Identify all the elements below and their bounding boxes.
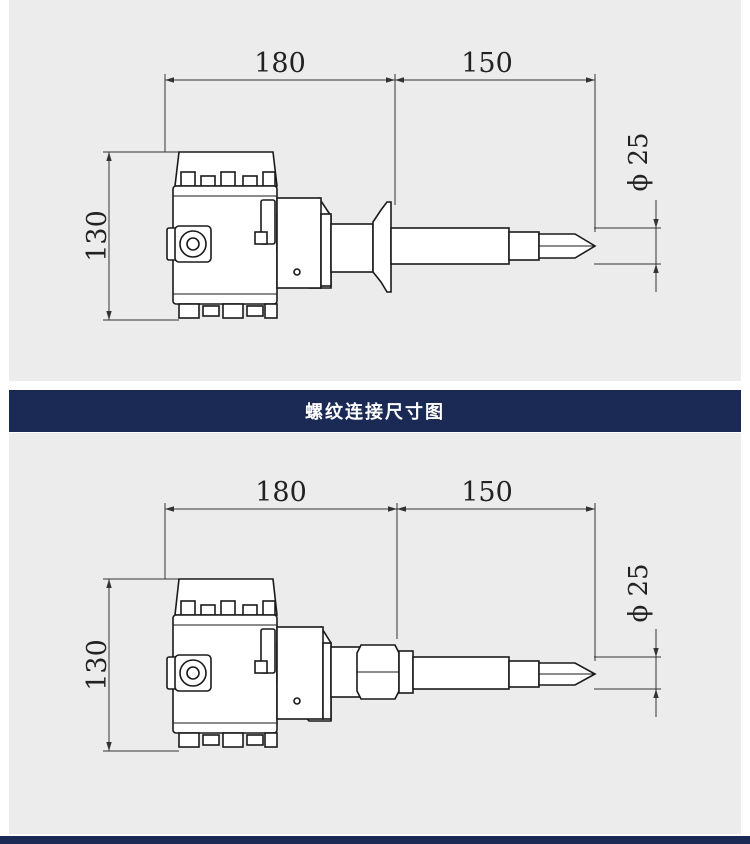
dim-height-130: 130 xyxy=(82,151,179,321)
probe xyxy=(390,227,597,265)
dim-length-label: 150 xyxy=(461,48,513,79)
dim-length-150: 150 xyxy=(395,48,596,232)
dim-height-label: 130 xyxy=(82,639,113,691)
dim-width-180: 180 xyxy=(164,48,396,205)
clamp-connection-drawing: 180 150 130 ϕ 25 xyxy=(9,0,741,381)
clamp-drawing-svg: 180 150 130 ϕ 25 xyxy=(82,48,661,321)
dim-width-label: 180 xyxy=(254,48,306,79)
thread-drawing-svg: 180 150 130 ϕ 25 xyxy=(82,477,661,752)
dim-height-label: 130 xyxy=(82,210,113,262)
neck-and-flange xyxy=(276,197,392,293)
dim-width-label: 180 xyxy=(255,477,307,508)
transmitter-housing xyxy=(166,151,278,319)
dim-diameter-25: ϕ 25 xyxy=(594,132,661,292)
dim-length-150: 150 xyxy=(397,477,596,661)
thread-connection-drawing: 180 150 130 ϕ 25 xyxy=(9,433,741,834)
probe xyxy=(412,656,597,690)
section-banner: 螺纹连接尺寸图 xyxy=(9,390,741,432)
dim-height-130: 130 xyxy=(82,578,179,752)
banner-title: 螺纹连接尺寸图 xyxy=(305,402,445,423)
dim-diameter-label: ϕ 25 xyxy=(624,563,654,622)
neck-and-thread xyxy=(276,626,414,722)
bottom-bar xyxy=(0,836,750,844)
dim-diameter-label: ϕ 25 xyxy=(624,132,654,191)
dim-diameter-25: ϕ 25 xyxy=(594,563,661,717)
dim-width-180: 180 xyxy=(164,477,398,639)
dim-length-label: 150 xyxy=(461,477,513,508)
transmitter-housing xyxy=(166,578,278,748)
